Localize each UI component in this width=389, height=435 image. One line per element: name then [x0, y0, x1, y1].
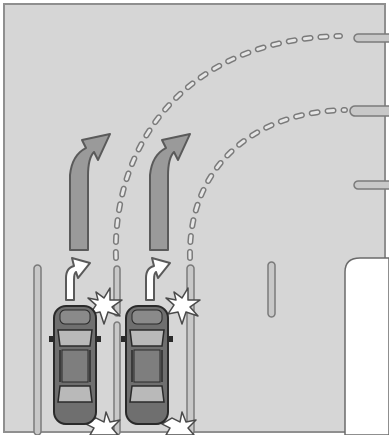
burst-left-front	[87, 287, 123, 325]
lane-line-middle	[349, 105, 389, 117]
curb-corner	[344, 257, 389, 435]
short-hook-arrow-icon	[65, 257, 171, 301]
lane-markings-vertical	[33, 261, 276, 435]
curved-arrow-icon	[69, 133, 191, 251]
left-lane-arrow	[69, 133, 111, 251]
lane-line-divider-lower	[113, 321, 121, 435]
right-car	[121, 305, 173, 425]
lane-line-left	[33, 264, 42, 435]
lane-line-right	[267, 261, 276, 318]
lane-markings-horizontal	[349, 33, 389, 190]
burst-right-front	[165, 287, 201, 325]
dashed-path-inner	[114, 34, 347, 260]
impact-burst-icon	[85, 287, 201, 435]
left-car	[49, 305, 101, 425]
lane-line-divider	[113, 265, 121, 317]
car-icon	[49, 305, 173, 425]
right-lane-arrow	[149, 133, 191, 251]
right-hook-arrow	[145, 257, 171, 301]
burst-right-rear	[161, 411, 197, 435]
burst-left-rear	[85, 411, 121, 435]
lane-line-lower	[353, 180, 389, 190]
left-hook-arrow	[65, 257, 91, 301]
lane-line-top	[353, 33, 389, 43]
